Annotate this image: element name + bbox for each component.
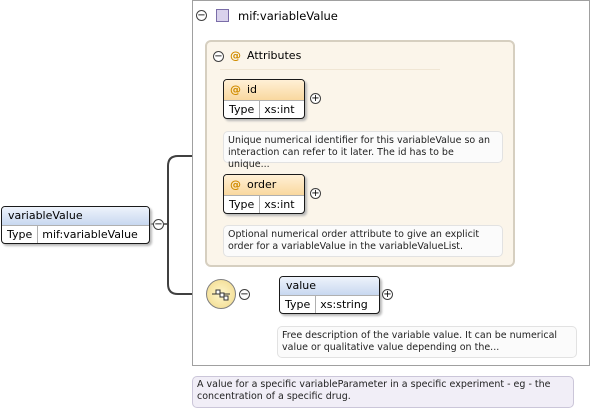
type-key: Type	[2, 226, 39, 243]
type-title: mif:variableValue	[238, 9, 338, 23]
collapse-icon: −	[240, 289, 249, 300]
type-key: Type	[224, 101, 261, 118]
root-element-description: A value for a specific variableParameter…	[192, 376, 574, 408]
root-collapse-button[interactable]: −	[153, 219, 164, 230]
attributes-collapse-button[interactable]: −	[213, 50, 224, 62]
type-value: mif:variableValue	[42, 228, 138, 241]
expand-icon: +	[311, 188, 320, 199]
collapse-icon: −	[214, 50, 223, 62]
expand-icon: +	[383, 289, 392, 300]
attribute-id-expand-button[interactable]: +	[310, 93, 321, 104]
attribute-order-description: Optional numerical order attribute to gi…	[223, 225, 503, 257]
sequence-collapse-button[interactable]: −	[239, 289, 250, 300]
attributes-label: Attributes	[247, 49, 302, 62]
attribute-name: id	[247, 83, 258, 96]
collapse-icon: −	[197, 10, 206, 21]
element-value-expand-button[interactable]: +	[382, 289, 393, 300]
element-value-description: Free description of the variable value. …	[277, 326, 577, 358]
attribute-name: order	[247, 178, 277, 191]
type-value: xs:int	[264, 103, 295, 116]
type-key: Type	[224, 196, 261, 213]
attribute-icon: @	[230, 83, 241, 96]
element-name: value	[280, 277, 379, 295]
divider	[220, 69, 440, 70]
attribute-order-expand-button[interactable]: +	[310, 188, 321, 199]
type-collapse-button[interactable]: −	[196, 10, 207, 21]
complex-type-box: − mif:variableValue − @ Attributes @ id T…	[192, 0, 590, 366]
type-key: Type	[280, 296, 317, 313]
sequence-compositor-icon[interactable]	[206, 279, 236, 309]
complex-type-icon	[216, 9, 229, 22]
type-value: xs:string	[320, 298, 368, 311]
expand-icon: +	[311, 93, 320, 104]
attribute-id-description: Unique numerical identifier for this var…	[223, 131, 503, 170]
attributes-header: − @ Attributes	[213, 49, 301, 63]
attribute-icon: @	[230, 49, 241, 62]
element-name: variableValue	[2, 207, 149, 225]
type-value: xs:int	[264, 198, 295, 211]
collapse-icon: −	[154, 219, 163, 230]
attribute-icon: @	[230, 178, 241, 191]
